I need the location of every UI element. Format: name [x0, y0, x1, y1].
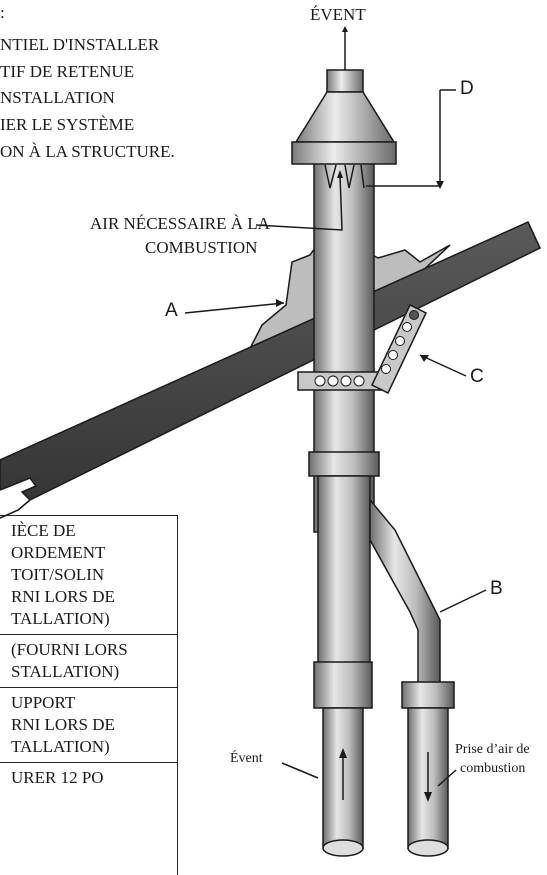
air-branch-pipe	[369, 497, 441, 701]
roof-broken-edge	[0, 477, 38, 519]
vent-pipe-mid	[317, 475, 371, 689]
legend-row-c: UPPORT RNI LORS DE TALLATION)	[0, 688, 177, 763]
note-line-6: ON À LA STRUCTURE.	[0, 142, 175, 161]
note-line-1: :	[0, 3, 5, 22]
legend-row-d: URER 12 PO	[11, 768, 104, 787]
note-line-2: NTIEL D'INSTALLER	[0, 35, 160, 54]
vent-pipe-coupling-2	[313, 661, 373, 709]
legend-row-b: (FOURNI LORS STALLATION)	[0, 635, 177, 688]
cap-top-stub	[326, 69, 364, 93]
note-line-4: NSTALLATION	[0, 88, 115, 107]
vent-top-label: ÉVENT	[310, 5, 366, 24]
legend-table: IÈCE DE ORDEMENT TOIT/SOLIN RNI LORS DE …	[0, 515, 178, 875]
vent-pipe-end	[322, 839, 364, 857]
strap-holes	[314, 375, 365, 387]
ref-b: B	[490, 578, 503, 599]
cap-vanes	[324, 164, 365, 189]
legend-row-a: IÈCE DE ORDEMENT TOIT/SOLIN RNI LORS DE …	[0, 516, 177, 635]
air-label-line-1: AIR NÉCESSAIRE À LA	[90, 214, 270, 233]
ref-a: A	[165, 300, 178, 321]
air-pipe-coupling	[401, 681, 455, 709]
roof-panel	[0, 221, 541, 519]
cap-cone	[294, 91, 396, 143]
note-line-3: TIF DE RETENUE	[0, 62, 135, 81]
cap-band	[291, 141, 397, 165]
ref-d: D	[460, 78, 474, 99]
intake-label-line-2: combustion	[460, 761, 526, 776]
intake-label-line-1: Prise d’air de	[455, 742, 530, 757]
diagonal-strap-holes	[381, 310, 419, 374]
air-label-line-2: COMBUSTION	[145, 238, 258, 257]
note-line-5: IER LE SYSTÈME	[0, 115, 135, 134]
vent-pipe-coupling-1	[308, 451, 380, 477]
air-pipe-end	[407, 839, 449, 857]
arrowheads	[276, 26, 444, 362]
ref-c: C	[470, 366, 484, 387]
vent-bottom-label: Évent	[230, 751, 263, 766]
